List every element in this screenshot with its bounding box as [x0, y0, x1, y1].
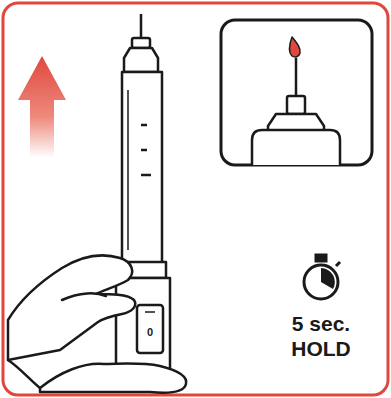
duration-label: 5 sec. [292, 312, 350, 335]
needle-detail [252, 37, 340, 165]
dose-window-number: 0 [147, 326, 153, 338]
frame [3, 3, 388, 395]
up-arrow [18, 56, 66, 158]
stopwatch-icon [304, 255, 340, 299]
hand [8, 255, 186, 392]
instruction-label: HOLD [291, 337, 351, 360]
inset-box [221, 20, 372, 165]
insulin-pen [116, 14, 170, 388]
